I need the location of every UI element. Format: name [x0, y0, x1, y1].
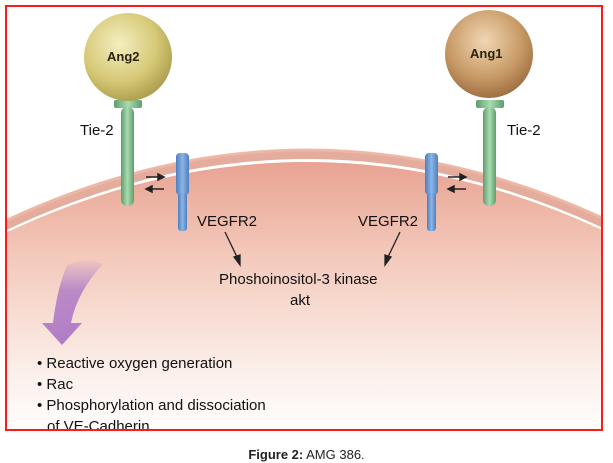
exchange-arrows-left [144, 172, 166, 194]
downstream-arrow [42, 260, 103, 345]
caption-text: AMG 386. [303, 447, 365, 462]
ang2-ligand [84, 13, 172, 101]
caption-label: Figure 2: [248, 447, 304, 462]
effect-item: • Phosphorylation and dissociation [37, 397, 266, 414]
vegfr2-label-right: VEGFR2 [358, 213, 419, 230]
tie2-receptor-right [476, 100, 504, 108]
figure-caption: Figure 2: AMG 386. [0, 447, 613, 462]
cell-membrane [7, 149, 601, 230]
tie2-label-right: Tie-2 [507, 122, 541, 139]
diagram-canvas [7, 10, 601, 429]
effect-item: • Rac [37, 376, 74, 393]
effect-item: • Reactive oxygen generation [37, 355, 233, 372]
pi3k-label: Phoshoinositol-3 kinase [219, 271, 378, 288]
akt-label: akt [290, 292, 311, 309]
vegfr2-receptor-left [176, 153, 189, 231]
ang1-ligand [445, 10, 533, 98]
arrow-vegfr2-right-to-pi3k [384, 231, 401, 267]
cell-body [7, 162, 601, 429]
figure-frame: Ang2 Ang1 Tie-2 Tie-2 VEGFR2 VEGFR2 Phos… [5, 5, 603, 431]
vegfr2-label-left: VEGFR2 [197, 213, 258, 230]
vegfr2-receptor-right [425, 153, 438, 231]
tie2-receptor-left [114, 100, 142, 108]
effect-item: of VE-Cadherin [47, 418, 150, 431]
arrow-vegfr2-left-to-pi3k [224, 231, 241, 267]
ang2-label: Ang2 [107, 49, 140, 64]
ang1-label: Ang1 [470, 46, 503, 61]
tie2-label-left: Tie-2 [80, 122, 114, 139]
exchange-arrows-right [446, 172, 468, 194]
effects-list: • Reactive oxygen generation • Rac • Pho… [37, 353, 266, 431]
